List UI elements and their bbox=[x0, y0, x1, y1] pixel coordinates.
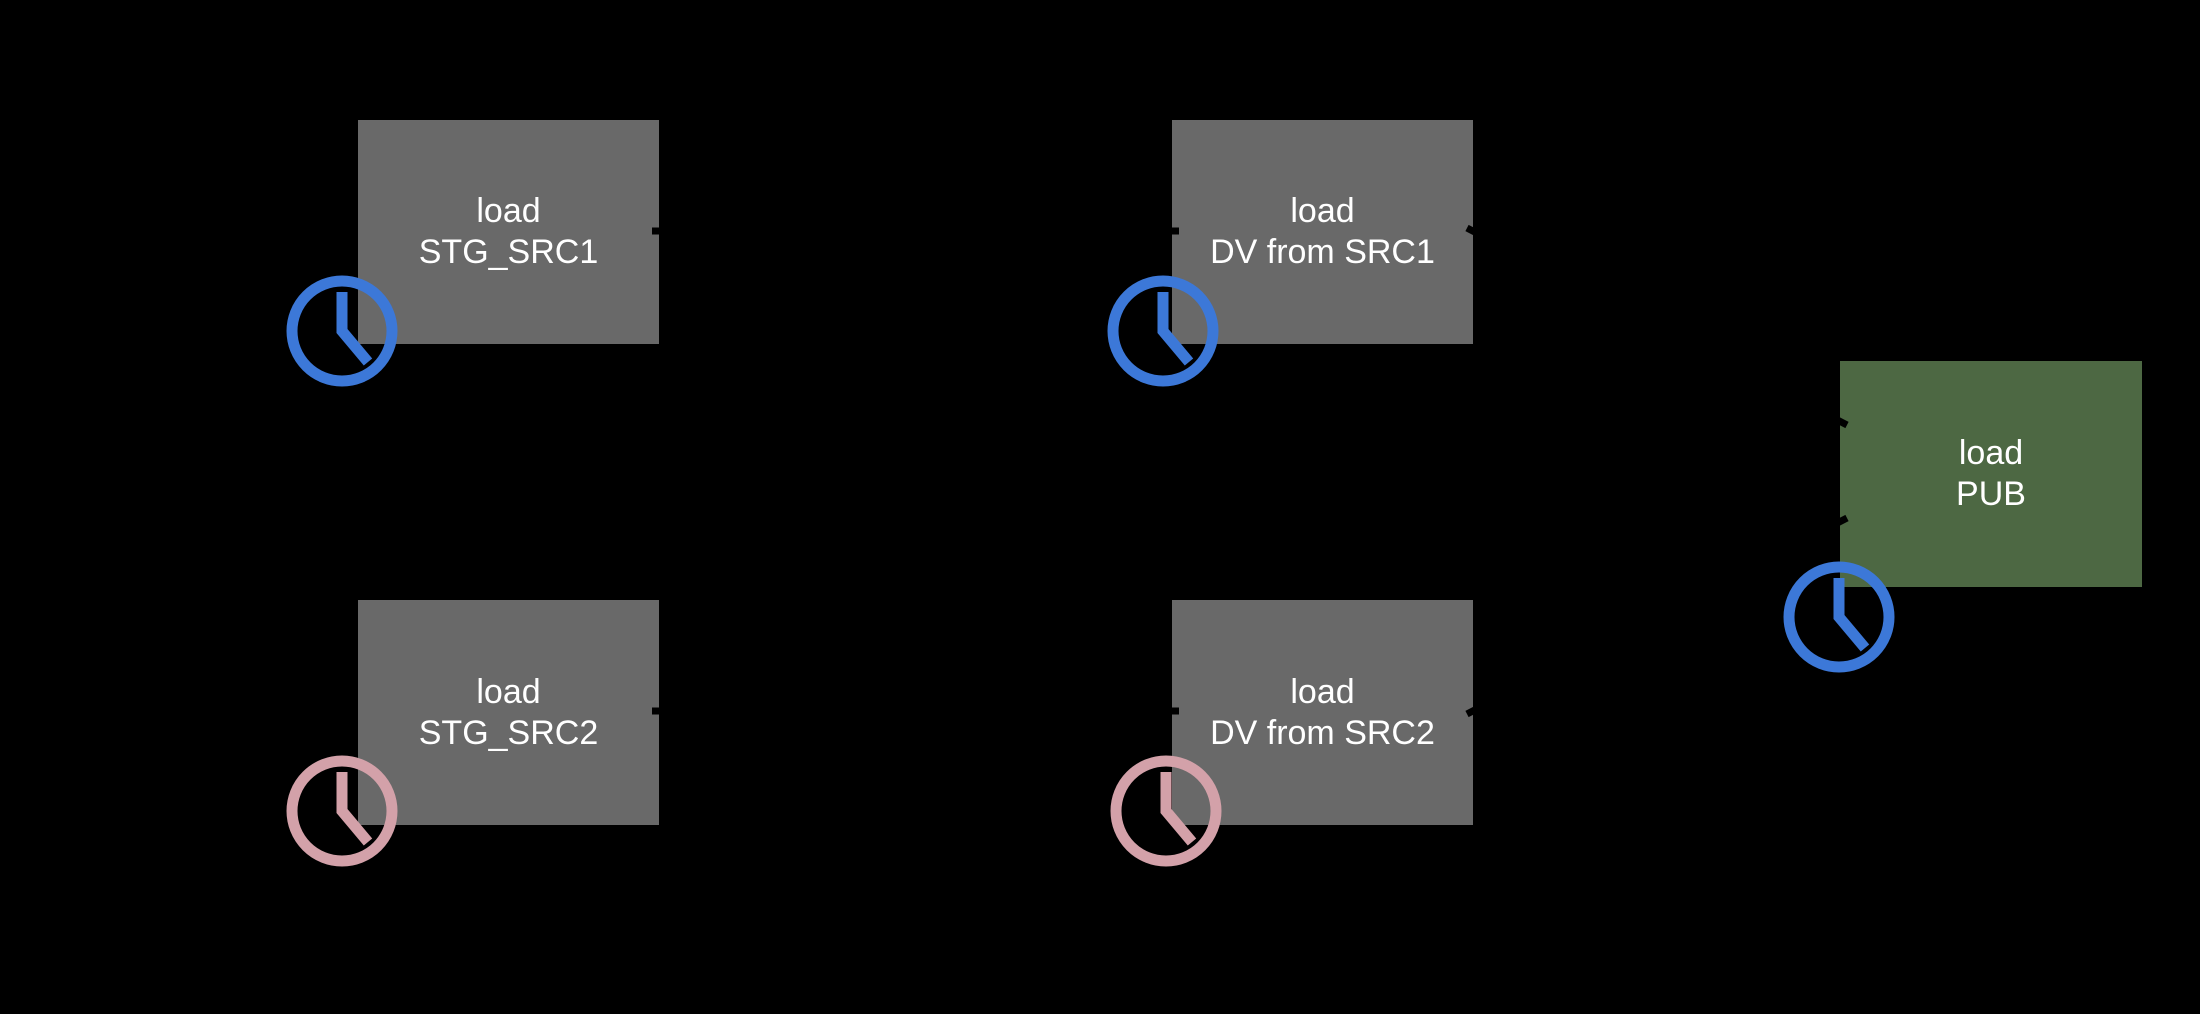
task-label: load PUB bbox=[1840, 361, 2142, 587]
task-label: load DV from SRC1 bbox=[1172, 120, 1473, 344]
task-label-line1: load bbox=[1290, 192, 1355, 230]
task-label-line1: load bbox=[476, 672, 541, 711]
task-label-line2: DV from SRC2 bbox=[1210, 713, 1435, 752]
task-node-load-stg-src1[interactable]: load STG_SRC1 bbox=[286, 120, 659, 387]
task-node-load-dv-from-src2[interactable]: load DV from SRC2 bbox=[1110, 600, 1473, 867]
edge-load-dv-from-src2-to-load-pub bbox=[1465, 514, 1849, 718]
task-node-load-dv-from-src1[interactable]: load DV from SRC1 bbox=[1107, 120, 1473, 387]
task-label-line1: load bbox=[1958, 434, 2024, 472]
task-label-line2: STG_SRC1 bbox=[418, 233, 599, 271]
task-label-line2: STG_SRC2 bbox=[418, 713, 599, 752]
task-label: load STG_SRC1 bbox=[358, 120, 659, 344]
task-label-line2: PUB bbox=[1956, 475, 2026, 513]
edge-load-dv-from-src1-to-load-pub bbox=[1465, 224, 1849, 429]
task-label: load STG_SRC2 bbox=[358, 600, 659, 825]
task-label: load DV from SRC2 bbox=[1172, 600, 1473, 825]
task-label-line1: load bbox=[1290, 672, 1355, 711]
task-label-line1: load bbox=[476, 192, 541, 230]
task-node-load-pub[interactable]: load PUB bbox=[1783, 361, 2142, 673]
task-label-line2: DV from SRC1 bbox=[1210, 233, 1435, 271]
task-node-load-stg-src2[interactable]: load STG_SRC2 bbox=[286, 600, 659, 867]
